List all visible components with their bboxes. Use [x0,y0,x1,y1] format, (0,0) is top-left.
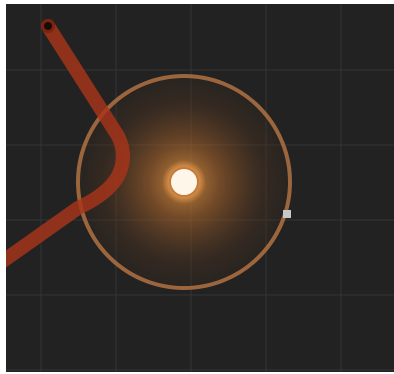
scene-svg[interactable] [6,4,394,372]
wire-path[interactable] [6,19,130,268]
radius-resize-handle[interactable] [283,210,291,218]
wire-endpoint-dot [44,22,52,30]
light-core[interactable] [169,167,199,197]
light-radius-ring[interactable] [76,74,292,290]
light-gizmo[interactable] [76,74,292,290]
editor-canvas[interactable] [6,4,394,372]
